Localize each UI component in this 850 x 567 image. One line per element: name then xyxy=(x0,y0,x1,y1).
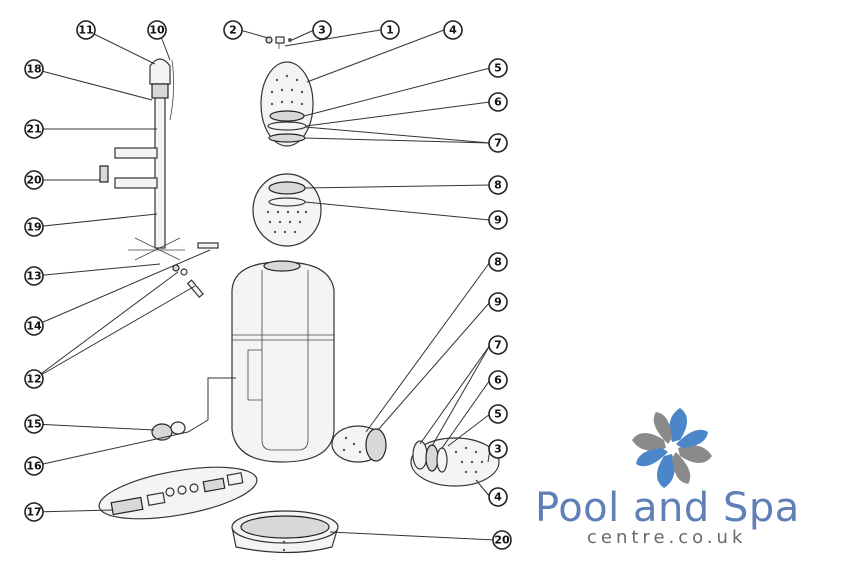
callout-10: 10 xyxy=(147,20,167,40)
svg-text:11: 11 xyxy=(78,24,93,37)
callout-12: 12 xyxy=(24,369,44,389)
svg-text:4: 4 xyxy=(449,24,457,37)
svg-text:8: 8 xyxy=(494,256,502,269)
lateral-plate-top xyxy=(252,173,322,247)
svg-text:16: 16 xyxy=(26,460,42,473)
lower-diffuser-group xyxy=(410,437,500,487)
callout-9-top: 9 xyxy=(488,210,508,230)
callout-16: 16 xyxy=(24,456,44,476)
upper-diffuser xyxy=(260,61,314,147)
callout-4-bottom: 4 xyxy=(488,487,508,507)
callout-2: 2 xyxy=(223,20,243,40)
pipe-riser-assembly xyxy=(99,58,219,299)
callout-15: 15 xyxy=(24,414,44,434)
callout-4-top: 4 xyxy=(443,20,463,40)
callout-13: 13 xyxy=(24,266,44,286)
callout-6-bottom: 6 xyxy=(488,370,508,390)
valve-assembly xyxy=(98,466,258,520)
lateral-plate-bottom xyxy=(331,425,387,463)
callout-6-top: 6 xyxy=(488,92,508,112)
svg-text:15: 15 xyxy=(26,418,41,431)
svg-text:5: 5 xyxy=(494,62,502,75)
svg-text:7: 7 xyxy=(494,339,502,352)
callout-19: 19 xyxy=(24,217,44,237)
callout-11: 11 xyxy=(76,20,96,40)
callout-8-top: 8 xyxy=(488,175,508,195)
svg-text:8: 8 xyxy=(494,179,502,192)
svg-text:3: 3 xyxy=(494,443,502,456)
union-fitting xyxy=(151,421,186,441)
svg-text:20: 20 xyxy=(26,174,42,187)
callout-8-bottom: 8 xyxy=(488,252,508,272)
filter-base xyxy=(231,510,339,554)
svg-text:19: 19 xyxy=(26,221,41,234)
svg-text:6: 6 xyxy=(494,96,502,109)
svg-text:18: 18 xyxy=(26,63,41,76)
svg-text:1: 1 xyxy=(386,24,394,37)
filter-tank-body xyxy=(231,260,335,463)
callout-7-bottom: 7 xyxy=(488,335,508,355)
callout-20-top: 20 xyxy=(24,170,44,190)
svg-text:3: 3 xyxy=(318,24,326,37)
callout-20-bottom: 20 xyxy=(492,530,512,550)
callout-3-bottom: 3 xyxy=(488,439,508,459)
logo-title: Pool and Spa xyxy=(535,485,800,531)
leader-lines xyxy=(33,29,496,541)
svg-text:7: 7 xyxy=(494,137,502,150)
svg-text:5: 5 xyxy=(494,408,502,421)
pool-and-spa-logo-icon xyxy=(632,408,712,488)
callout-3-top: 3 xyxy=(312,20,332,40)
svg-text:21: 21 xyxy=(26,123,41,136)
svg-text:9: 9 xyxy=(494,296,502,309)
svg-text:9: 9 xyxy=(494,214,502,227)
svg-text:14: 14 xyxy=(26,320,42,333)
callout-5-bottom: 5 xyxy=(488,404,508,424)
svg-text:20: 20 xyxy=(494,534,510,547)
callout-14: 14 xyxy=(24,316,44,336)
svg-text:4: 4 xyxy=(494,491,502,504)
svg-text:12: 12 xyxy=(26,373,41,386)
callout-7-top: 7 xyxy=(488,133,508,153)
callout-17: 17 xyxy=(24,502,44,522)
vent-valve-parts xyxy=(265,36,292,49)
svg-text:13: 13 xyxy=(26,270,41,283)
logo-subtitle: centre.co.uk xyxy=(587,527,747,548)
callout-9-bottom: 9 xyxy=(488,292,508,312)
svg-text:17: 17 xyxy=(26,506,41,519)
svg-text:2: 2 xyxy=(229,24,237,37)
callout-1: 1 xyxy=(380,20,400,40)
svg-text:10: 10 xyxy=(149,24,165,37)
callout-18: 18 xyxy=(24,59,44,79)
svg-text:6: 6 xyxy=(494,374,502,387)
callout-5-top: 5 xyxy=(488,58,508,78)
callout-21: 21 xyxy=(24,119,44,139)
